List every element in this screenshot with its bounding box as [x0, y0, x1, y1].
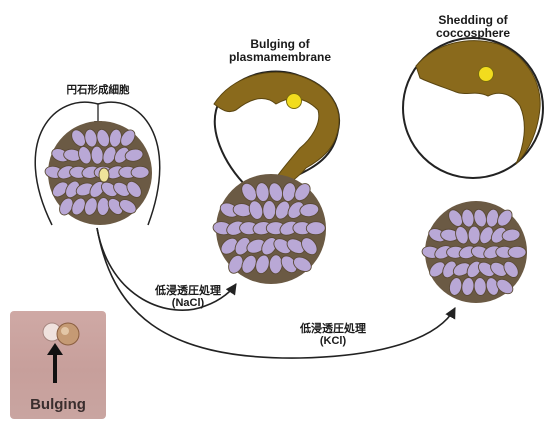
bulging-title-line-2: plasmamembrane — [205, 51, 355, 64]
bulging-micrograph-photo: Bulging — [10, 311, 106, 419]
coccolith — [508, 246, 526, 258]
nacl-treatment-line-2: (NaCl) — [138, 298, 238, 310]
shedding-title: Shedding of coccosphere — [418, 14, 528, 40]
coccolith — [468, 226, 480, 244]
intact-cell-label: 円石形成細胞 — [53, 85, 143, 96]
nucleus — [287, 94, 302, 109]
coccolith-highlight — [99, 168, 109, 182]
coccolith — [306, 221, 325, 235]
micrograph-highlight — [61, 327, 69, 335]
kcl-treatment-line-2: (KCl) — [283, 336, 383, 348]
bulging-title-line-1: Bulging of — [205, 38, 355, 51]
shedding-title-line-1: Shedding of — [418, 14, 528, 27]
intact-cell — [35, 102, 160, 225]
bulging-cell — [212, 71, 339, 284]
coccolith — [263, 201, 276, 220]
shedding-title-line-2: coccosphere — [418, 27, 528, 40]
micrograph-arrow-head — [47, 343, 63, 355]
coccolith — [131, 166, 149, 179]
nacl-treatment-label: 低浸透圧処理 (NaCl) — [138, 286, 238, 310]
kcl-treatment-label: 低浸透圧処理 (KCl) — [283, 324, 383, 348]
micrograph-coccosphere — [57, 323, 79, 345]
coccosphere-intact — [44, 121, 152, 225]
nucleus — [479, 67, 494, 82]
shedding-cell — [403, 38, 543, 303]
coccosphere-bulging — [212, 174, 326, 284]
bulging-title: Bulging of plasmamembrane — [205, 38, 355, 64]
micrograph-label: Bulging — [10, 396, 106, 413]
coccosphere-shed — [421, 201, 527, 303]
